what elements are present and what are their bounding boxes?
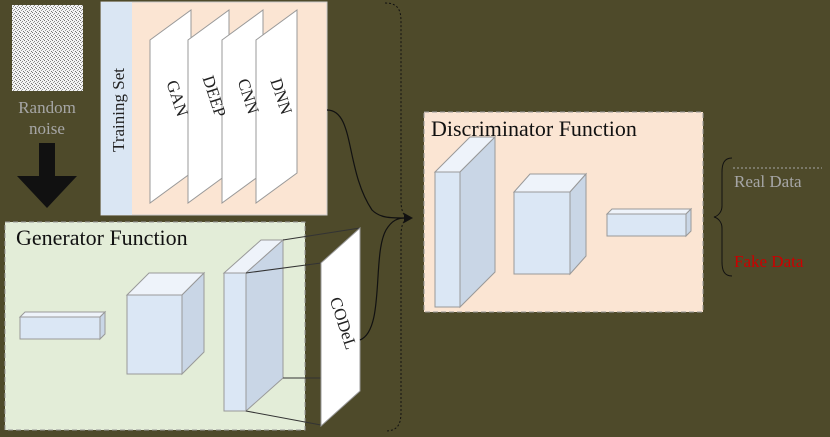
discriminator-title: Discriminator Function (431, 116, 637, 141)
generator-layer-small (18, 310, 107, 341)
training-label-bar (101, 2, 132, 215)
discriminator-layer-tall (433, 135, 497, 309)
fake-data-label: Fake Data (734, 252, 804, 271)
down-arrow-icon (17, 143, 77, 208)
training-set-label: Training Set (109, 68, 128, 152)
generator-connector-curve (359, 217, 406, 341)
discriminator-panel: Discriminator Function (423, 111, 704, 313)
random-noise-block: Random noise (12, 5, 83, 138)
projection-line (245, 410, 322, 426)
noise-image (12, 5, 83, 91)
generator-panel: Generator Function CODeL (4, 221, 361, 431)
training-sheet (255, 9, 298, 204)
generator-layer-tall (222, 238, 285, 413)
projection-line (245, 262, 322, 274)
arrow-head-icon (404, 213, 413, 223)
noise-label-line2: noise (29, 119, 65, 138)
projection-line (282, 227, 361, 241)
discriminator-layer-small (605, 207, 693, 238)
generator-output-sheet (320, 226, 361, 428)
discriminator-layer-cube (512, 172, 588, 276)
training-set-panel: Training Set GAN DEEP CNN DNN (100, 1, 328, 216)
real-data-label: Real Data (734, 172, 802, 191)
training-connector-curve (326, 109, 406, 219)
generator-title: Generator Function (16, 225, 188, 250)
generator-layer-cube (125, 271, 206, 376)
noise-label-line1: Random (18, 98, 76, 117)
output-brace (713, 157, 733, 277)
